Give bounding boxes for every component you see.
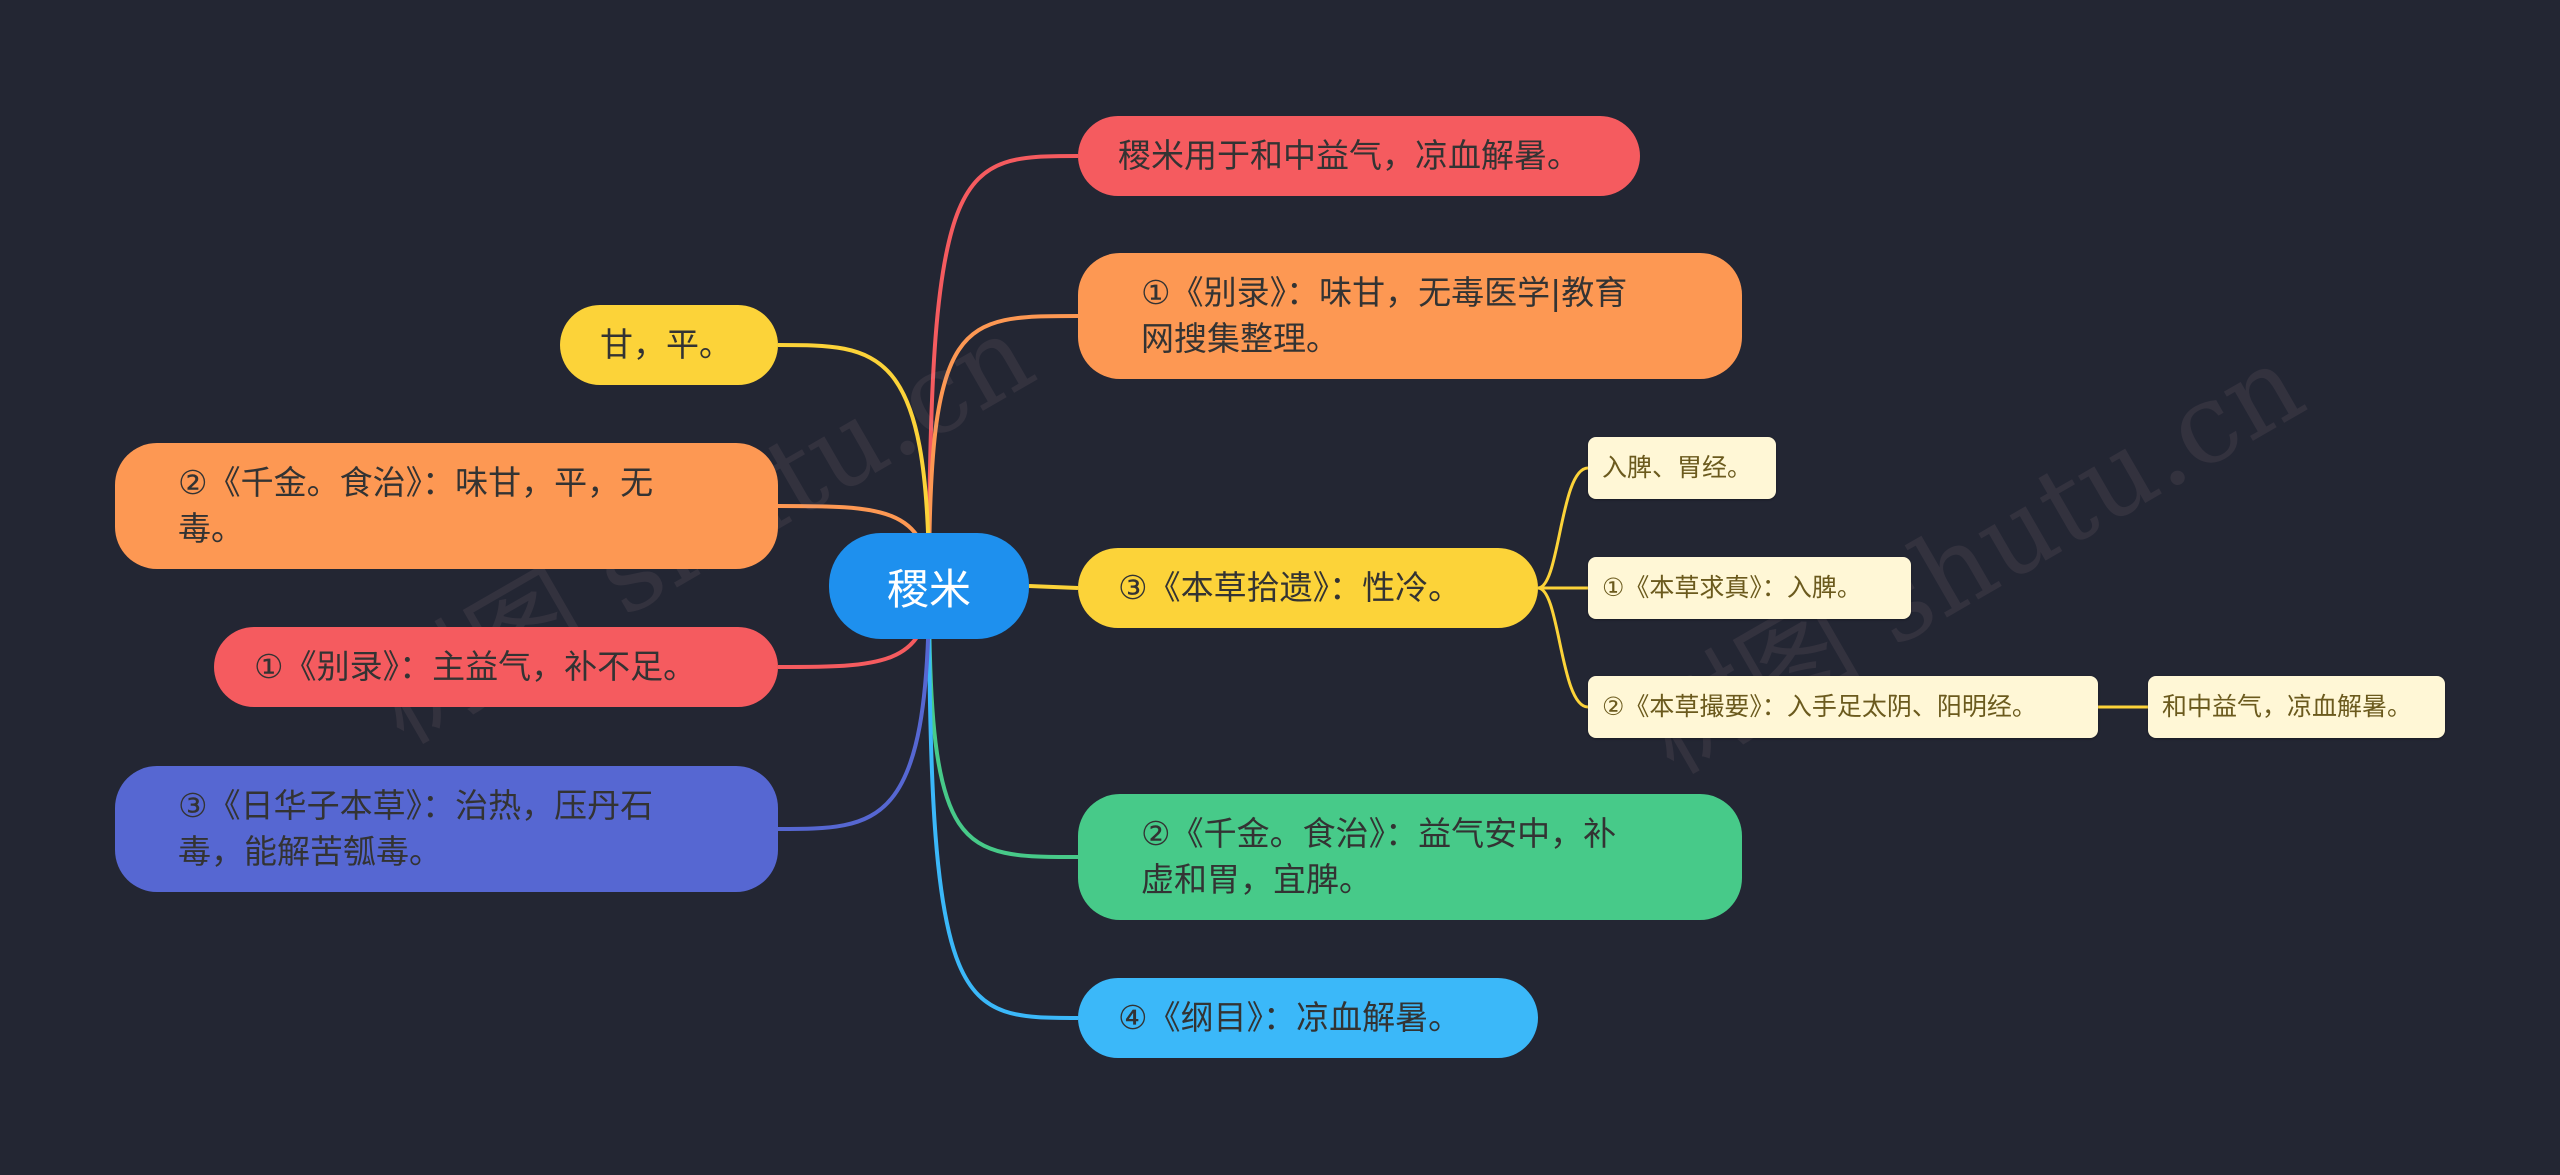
branch-node-left[interactable]: 甘，平。 xyxy=(560,305,778,385)
root-label: 稷米 xyxy=(886,564,971,614)
connector-sub xyxy=(1537,466,1589,590)
branch-label: ②《千金。食治》：益气安中，补 虚和胃，宜脾。 xyxy=(1141,814,1617,899)
branch-node-right[interactable]: 稷米用于和中益气，凉血解暑。 xyxy=(1078,116,1640,196)
branch-node-right[interactable]: ①《别录》：味甘，无毒医学|教育 网搜集整理。 xyxy=(1078,253,1742,379)
root-node[interactable]: 稷米 xyxy=(829,533,1029,639)
branch-label: ②《千金。食治》：味甘，平，无 毒。 xyxy=(178,463,654,548)
branch-node-right[interactable]: ③《本草拾遗》：性冷。 xyxy=(1078,548,1538,628)
leaf-node[interactable]: ①《本草求真》：入脾。 xyxy=(1588,557,1911,619)
branch-label: ①《别录》：主益气，补不足。 xyxy=(254,647,697,686)
branch-label: ③《本草拾遗》：性冷。 xyxy=(1118,568,1462,607)
branch-node-left[interactable]: ②《千金。食治》：味甘，平，无 毒。 xyxy=(115,443,778,569)
connector-right xyxy=(1028,584,1079,590)
leaf-label: 入脾、胃经。 xyxy=(1602,453,1753,482)
connector-right xyxy=(927,585,1079,1020)
connector-left xyxy=(777,585,931,831)
branch-node-left[interactable]: ①《别录》：主益气，补不足。 xyxy=(214,627,778,707)
connector-right xyxy=(927,314,1079,587)
branch-label: 甘，平。 xyxy=(600,325,732,364)
branch-node-left[interactable]: ③《日华子本草》：治热，压丹石 毒，能解苦瓠毒。 xyxy=(115,766,778,892)
leaf-node[interactable]: 入脾、胃经。 xyxy=(1588,437,1776,499)
leaf-node[interactable]: 和中益气，凉血解暑。 xyxy=(2148,676,2445,738)
leaf-node[interactable]: ②《本草撮要》：入手足太阴、阳明经。 xyxy=(1588,676,2098,738)
leaf-label: ①《本草求真》：入脾。 xyxy=(1602,573,1862,602)
branch-node-right[interactable]: ②《千金。食治》：益气安中，补 虚和胃，宜脾。 xyxy=(1078,794,1742,920)
branch-label: ①《别录》：味甘，无毒医学|教育 网搜集整理。 xyxy=(1141,273,1628,358)
branch-label: ③《日华子本草》：治热，压丹石 毒，能解苦瓠毒。 xyxy=(178,786,654,871)
branch-label: 稷米用于和中益气，凉血解暑。 xyxy=(1118,136,1580,175)
connector-sub xyxy=(1537,586,1589,709)
connector-right xyxy=(927,154,1079,587)
leaf-label: ②《本草撮要》：入手足太阴、阳明经。 xyxy=(1602,692,2037,721)
branch-node-right[interactable]: ④《纲目》：凉血解暑。 xyxy=(1078,978,1538,1058)
branch-label: ④《纲目》：凉血解暑。 xyxy=(1118,998,1462,1037)
leaf-label: 和中益气，凉血解暑。 xyxy=(2162,692,2413,721)
connector-left xyxy=(777,343,931,587)
